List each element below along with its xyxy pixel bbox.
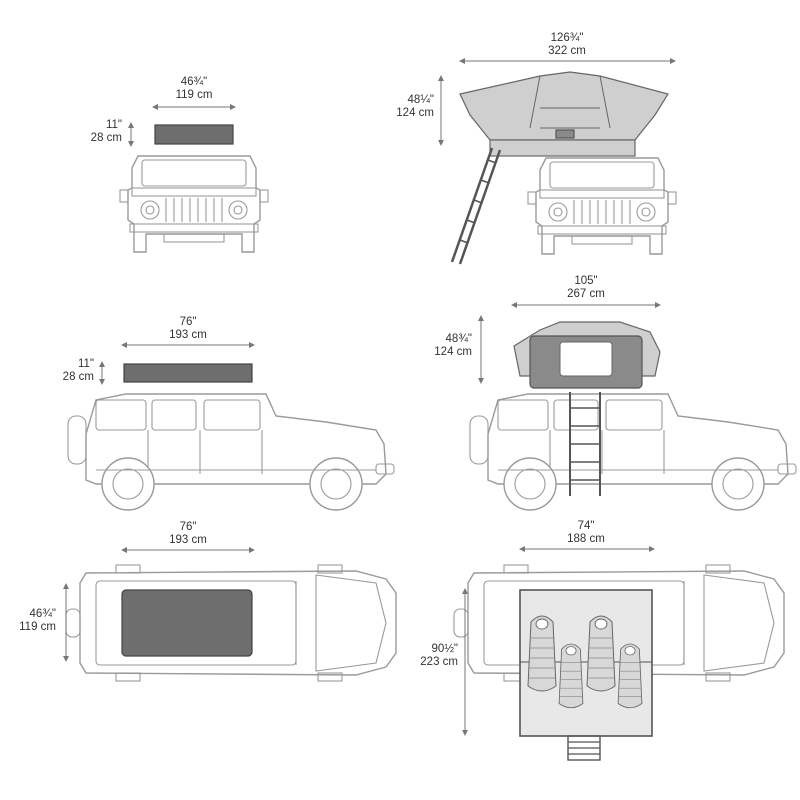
rooftop-tent-icon (459, 71, 669, 141)
top-closed-width-label: 76"193 cm (169, 521, 207, 546)
rooftop-tent-icon (123, 363, 253, 383)
top-view-open (453, 546, 785, 761)
top-closed-height-label: 46¾"119 cm (19, 608, 56, 633)
sleeping-bag-icon (558, 643, 584, 709)
front-closed-height-label: 11"28 cm (90, 119, 122, 144)
side-open-width-label: 105"267 cm (567, 275, 605, 300)
front-open-width-label: 126¾"322 cm (548, 32, 586, 57)
rooftop-tent-icon (154, 124, 234, 145)
rooftop-tent-icon (121, 589, 253, 657)
side-view-closed (67, 342, 395, 511)
top-view-closed (63, 547, 397, 682)
jeep-front-icon (119, 155, 269, 253)
top-open-height-label: 90½"223 cm (420, 643, 458, 668)
front-closed-width-label: 46¾"119 cm (175, 76, 213, 101)
ladder-icon (569, 392, 601, 496)
jeep-front-icon (527, 157, 677, 255)
jeep-side-icon (67, 393, 395, 511)
front-view-open (438, 58, 677, 265)
ladder-icon (567, 735, 601, 761)
side-open-height-label: 48¾"124 cm (434, 333, 472, 358)
top-open-width-label: 74"188 cm (567, 520, 605, 545)
jeep-side-icon (469, 393, 797, 511)
side-closed-width-label: 76"193 cm (169, 316, 207, 341)
ladder-icon (450, 147, 502, 265)
sleeping-bag-icon (586, 615, 616, 692)
front-open-height-label: 48¼"124 cm (396, 94, 434, 119)
front-view-closed (119, 104, 269, 253)
sleeping-bag-icon (527, 615, 557, 692)
side-view-open (469, 302, 797, 511)
side-closed-height-label: 11"28 cm (62, 358, 94, 383)
sleeping-bag-icon (617, 643, 643, 709)
